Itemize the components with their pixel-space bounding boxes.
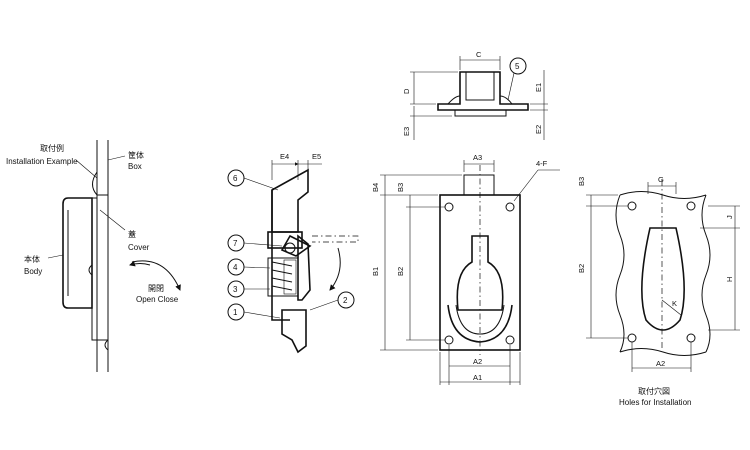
top-view xyxy=(410,56,548,140)
hole-dim-g: G xyxy=(658,175,664,184)
box-label-en: Box xyxy=(128,162,142,171)
dim-c: C xyxy=(476,50,482,59)
dim-a1: A1 xyxy=(473,373,482,382)
callout-2: 2 xyxy=(343,296,348,305)
installation-title-jp: 取付例 xyxy=(40,143,64,153)
body-label-en: Body xyxy=(24,267,42,276)
front-view xyxy=(380,160,560,385)
hole-dim-b3: B3 xyxy=(577,177,586,186)
callout-7: 7 xyxy=(233,239,238,248)
dim-d: D xyxy=(402,88,411,94)
holes-title-en: Holes for Installation xyxy=(619,398,691,407)
callout-4: 4 xyxy=(233,263,238,272)
dim-b2: B2 xyxy=(396,267,405,276)
box-label-jp: 筐体 xyxy=(128,150,144,160)
holes-title-jp: 取付穴図 xyxy=(638,386,670,396)
hole-dim-h: H xyxy=(725,277,734,282)
callout-6: 6 xyxy=(233,174,238,183)
openclose-label-jp: 開閉 xyxy=(148,284,164,293)
dim-e2: E2 xyxy=(534,125,543,134)
dim-a2: A2 xyxy=(473,357,482,366)
hole-dim-k: K xyxy=(672,299,677,308)
hole-label: 4-F xyxy=(536,159,548,168)
callout-3: 3 xyxy=(233,285,238,294)
installation-title-en: Installation Example xyxy=(6,157,78,166)
openclose-label-en: Open Close xyxy=(136,295,179,304)
cover-label-en: Cover xyxy=(128,243,150,252)
dim-e3: E3 xyxy=(402,127,411,136)
cover-label-jp: 蓋 xyxy=(128,229,136,239)
hole-dim-j: J xyxy=(725,215,734,219)
hole-dim-a2: A2 xyxy=(656,359,665,368)
dim-b4: B4 xyxy=(371,183,380,192)
dim-e4: E4 xyxy=(280,152,289,161)
dim-b1: B1 xyxy=(371,267,380,276)
callout-5: 5 xyxy=(515,62,520,71)
callout-1: 1 xyxy=(233,308,238,317)
dim-b3: B3 xyxy=(396,183,405,192)
body-label-jp: 本体 xyxy=(24,254,40,264)
holes-view xyxy=(586,180,740,372)
installation-example xyxy=(47,140,181,372)
dim-e1: E1 xyxy=(534,83,543,92)
section-view xyxy=(227,160,359,354)
dim-a3: A3 xyxy=(473,153,482,162)
hole-dim-b2: B2 xyxy=(577,264,586,273)
dim-e5: E5 xyxy=(312,152,321,161)
